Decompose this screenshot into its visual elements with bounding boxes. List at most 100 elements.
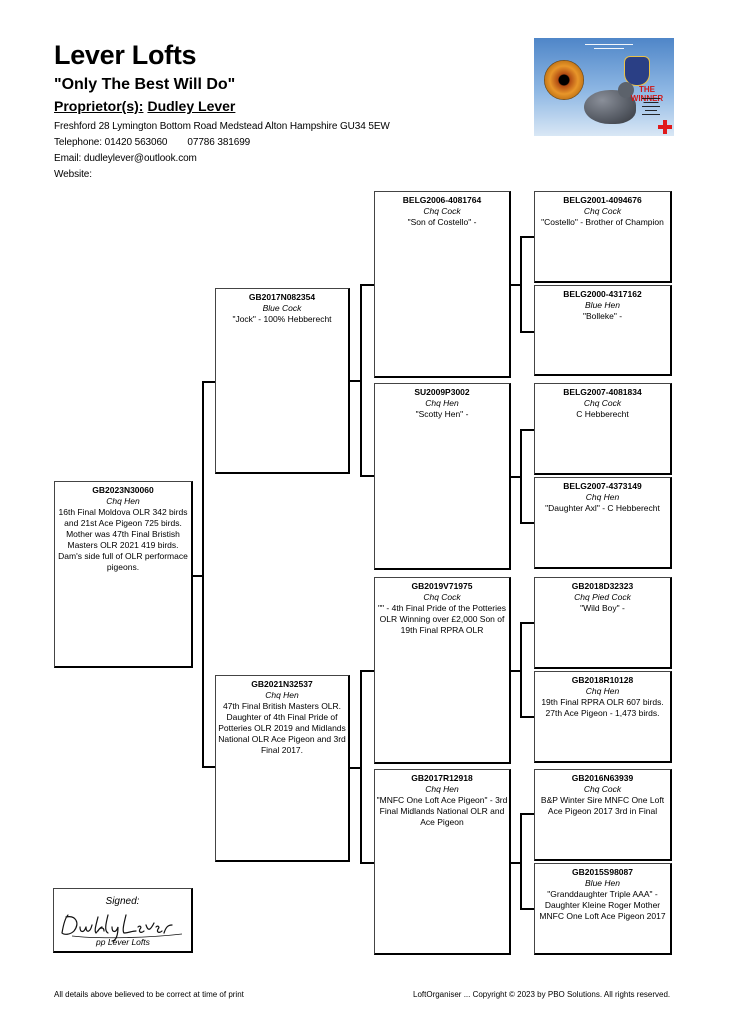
connector: [520, 331, 534, 333]
pedigree-sdd[interactable]: BELG2007-4373149 Chq Hen "Daughter Axl" …: [534, 477, 672, 569]
connector: [360, 284, 374, 286]
ring-number: BELG2007-4373149: [563, 481, 642, 491]
connector: [349, 380, 361, 382]
colour-sex: Chq Cock: [583, 206, 622, 216]
bird-notes: "Daughter Axl" - C Hebberecht: [545, 503, 660, 513]
colour-sex: Chq Cock: [423, 592, 461, 602]
connector: [520, 622, 534, 624]
pedigree-subject[interactable]: GB2023N30060 Chq Hen 16th Final Moldova …: [54, 481, 193, 668]
ring-number: GB2018R10128: [571, 675, 634, 685]
colour-sex: Blue Cock: [262, 303, 302, 313]
colour-sex: Chq Hen: [265, 690, 299, 700]
bird-notes: "Bolleke" -: [582, 311, 623, 321]
connector: [520, 813, 522, 910]
connector: [520, 236, 534, 238]
pedigree-dsd[interactable]: GB2018R10128 Chq Hen 19th Final RPRA OLR…: [534, 671, 672, 763]
connector: [520, 622, 522, 718]
ring-number: GB2019V71975: [411, 581, 473, 591]
pedigree-ssd[interactable]: BELG2000-4317162 Blue Hen "Bolleke" -: [534, 285, 672, 376]
colour-sex: Chq Pied Cock: [574, 592, 631, 602]
pedigree-sire[interactable]: GB2017N082354 Blue Cock "Jock" - 100% He…: [215, 288, 350, 474]
loft-name: Lever Lofts: [54, 40, 197, 70]
connector: [360, 284, 362, 476]
bird-notes: "MNFC One Loft Ace Pigeon" - 3rd Final M…: [376, 795, 508, 827]
proprietor: Proprietor(s):Dudley Lever: [54, 98, 235, 114]
ring-number: BELG2001-4094676: [563, 195, 642, 205]
colour-sex: Blue Hen: [585, 300, 620, 310]
footer-copyright: LoftOrganiser ... Copyright © 2023 by PB…: [413, 990, 671, 999]
pedigree-sds[interactable]: BELG2007-4081834 Chq Cock C Hebberecht: [534, 383, 672, 475]
signed-label: Signed:: [105, 896, 140, 907]
signature-box: Signed: pp Lever Lofts: [53, 888, 193, 953]
email-label: Email:: [54, 153, 82, 164]
colour-sex: Chq Cock: [583, 784, 622, 794]
colour-sex: Blue Hen: [585, 878, 620, 888]
ring-number: SU2009P3002: [414, 387, 470, 397]
bird-notes: B&P Winter Sire MNFC One Loft Ace Pigeon…: [540, 795, 665, 816]
red-cross-icon: [658, 120, 672, 134]
colour-sex: Chq Hen: [585, 492, 620, 502]
telephone: Telephone: 01420 563060 07786 381699: [54, 137, 250, 148]
pigeon-head-image: [618, 82, 634, 98]
connector: [510, 862, 521, 864]
connector: [360, 862, 374, 864]
bird-notes: "Jock" - 100% Hebberecht: [232, 314, 332, 324]
bird-notes: "Granddaughter Triple AAA" - Daughter Kl…: [539, 889, 666, 921]
address: Freshford 28 Lymington Bottom Road Medst…: [54, 121, 390, 132]
telephone-1: 01420 563060: [104, 137, 168, 148]
connector: [349, 767, 361, 769]
connector: [510, 284, 521, 286]
telephone-2: 07786 381699: [187, 137, 251, 148]
pedigree-sire-dam[interactable]: SU2009P3002 Chq Hen "Scotty Hen" -: [374, 383, 511, 570]
connector: [360, 670, 362, 863]
connector: [360, 475, 374, 477]
connector: [202, 381, 204, 768]
pigeon-eye-image: [544, 60, 584, 100]
ring-number: GB2018D32323: [571, 581, 634, 591]
bird-notes: "Scotty Hen" -: [415, 409, 469, 419]
proprietor-name: Dudley Lever: [147, 98, 236, 114]
loft-motto: "Only The Best Will Do": [54, 76, 236, 93]
connector: [520, 908, 534, 910]
website-label: Website:: [54, 169, 92, 180]
promo-image: ▬▬▬▬▬▬▬▬▬▬▬▬▬▬▬▬▬▬▬▬▬▬▬▬▬▬ THE WINNER ▬▬…: [534, 38, 674, 136]
ring-number: BELG2000-4317162: [563, 289, 642, 299]
bird-notes: 19th Final RPRA OLR 607 birds. 27th Ace …: [541, 697, 664, 718]
bird-notes: 16th Final Moldova OLR 342 birds and 21s…: [58, 507, 188, 572]
pedigree-sire-sire[interactable]: BELG2006-4081764 Chq Cock "Son of Costel…: [374, 191, 511, 378]
ring-number: GB2017R12918: [411, 773, 473, 783]
pedigree-sss[interactable]: BELG2001-4094676 Chq Cock "Costello" - B…: [534, 191, 672, 283]
bird-notes: "Son of Costello" -: [407, 217, 477, 227]
bird-notes: "" - 4th Final Pride of the Potteries OL…: [378, 603, 506, 635]
connector: [202, 381, 215, 383]
email: Email: dudleylever@outlook.com: [54, 153, 197, 164]
proprietor-label: Proprietor(s):: [54, 98, 144, 114]
connector: [202, 766, 215, 768]
pedigree-ddd[interactable]: GB2015S98087 Blue Hen "Granddaughter Tri…: [534, 863, 672, 955]
bird-notes: "Wild Boy" -: [580, 603, 625, 613]
connector: [360, 670, 374, 672]
connector: [520, 236, 522, 333]
pedigree-dam-sire[interactable]: GB2019V71975 Chq Cock "" - 4th Final Pri…: [374, 577, 511, 764]
ring-number: GB2016N63939: [571, 773, 634, 783]
ring-number: GB2017N082354: [248, 292, 316, 302]
colour-sex: Chq Cock: [423, 206, 461, 216]
pedigree-dam[interactable]: GB2021N32537 Chq Hen 47th Final British …: [215, 675, 350, 862]
pedigree-dss[interactable]: GB2018D32323 Chq Pied Cock "Wild Boy" -: [534, 577, 672, 669]
colour-sex: Chq Hen: [106, 496, 140, 506]
footer-disclaimer: All details above believed to be correct…: [54, 990, 244, 999]
bird-notes: 47th Final British Masters OLR. Daughter…: [218, 701, 346, 755]
email-address[interactable]: dudleylever@outlook.com: [83, 153, 197, 164]
telephone-label: Telephone:: [54, 137, 102, 148]
promo-header-text: ▬▬▬▬▬▬▬▬▬▬▬▬▬▬▬▬▬▬▬▬▬▬▬▬▬▬: [585, 42, 633, 50]
colour-sex: Chq Hen: [425, 784, 459, 794]
connector: [520, 716, 534, 718]
connector: [520, 522, 534, 524]
trophy-badge-icon: [624, 56, 650, 86]
pedigree-dam-dam[interactable]: GB2017R12918 Chq Hen "MNFC One Loft Ace …: [374, 769, 511, 955]
bird-notes: C Hebberecht: [576, 409, 629, 419]
handwritten-signature: [61, 914, 183, 942]
signature-pp: pp Lever Lofts: [96, 937, 150, 947]
pedigree-dds[interactable]: GB2016N63939 Chq Cock B&P Winter Sire MN…: [534, 769, 672, 861]
colour-sex: Chq Cock: [583, 398, 622, 408]
